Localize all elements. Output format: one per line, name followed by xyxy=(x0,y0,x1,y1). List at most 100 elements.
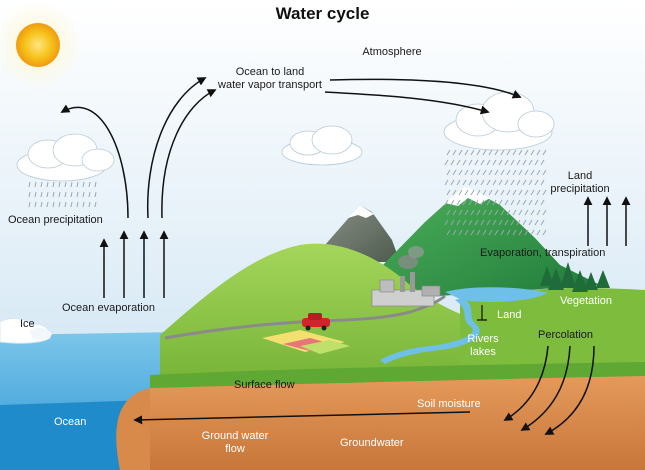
raindrop xyxy=(88,181,91,188)
raindrop xyxy=(488,149,493,156)
land-evaporation-arrows xyxy=(583,196,631,246)
raindrop xyxy=(452,149,457,156)
raindrop xyxy=(530,149,535,156)
raindrop xyxy=(534,199,539,206)
sun-icon xyxy=(16,23,60,67)
raindrop xyxy=(506,169,511,176)
raindrop xyxy=(446,169,451,176)
raindrop xyxy=(498,219,503,226)
cloud-ocean-icon xyxy=(16,133,115,182)
raindrop xyxy=(468,199,473,206)
raindrop xyxy=(470,189,475,196)
raindrop xyxy=(46,181,49,188)
raindrop xyxy=(34,181,37,188)
raindrop xyxy=(510,199,515,206)
raindrop xyxy=(446,209,451,216)
raindrop xyxy=(470,149,475,156)
raindrop xyxy=(534,219,539,226)
diagram-title: Water cycle xyxy=(275,4,370,23)
raindrop xyxy=(486,219,491,226)
raindrop xyxy=(444,179,449,186)
snow-cap-left xyxy=(348,205,374,218)
raindrop xyxy=(82,201,85,208)
raindrop xyxy=(512,189,517,196)
raindrop xyxy=(494,209,499,216)
raindrop xyxy=(474,219,479,226)
raindrop xyxy=(498,179,503,186)
label-atmosphere: Atmosphere xyxy=(362,46,422,58)
label-percolation: Percolation xyxy=(538,329,594,341)
raindrop xyxy=(450,199,455,206)
river xyxy=(380,298,480,364)
raindrop xyxy=(492,159,497,166)
raindrop xyxy=(446,189,451,196)
raindrop xyxy=(518,229,523,236)
raindrop xyxy=(506,229,511,236)
label-soil-moisture: Soil moisture xyxy=(417,398,481,410)
raindrop xyxy=(40,201,43,208)
raindrop xyxy=(504,219,509,226)
raindrop xyxy=(476,229,481,236)
raindrop xyxy=(480,219,485,226)
raindrop xyxy=(480,199,485,206)
raindrop xyxy=(486,199,491,206)
raindrop xyxy=(516,199,521,206)
raindrop xyxy=(52,191,55,198)
label-vegetation: Vegetation xyxy=(560,295,612,307)
raindrop xyxy=(540,179,545,186)
raindrop xyxy=(492,179,497,186)
raindrop xyxy=(536,229,541,236)
raindrop xyxy=(28,181,31,188)
raindrop xyxy=(464,169,469,176)
raindrop xyxy=(506,209,511,216)
raindrop xyxy=(88,191,91,198)
raindrop xyxy=(500,209,505,216)
label-ground-water-flow-2: flow xyxy=(225,443,245,455)
raindrop xyxy=(504,159,509,166)
raindrop xyxy=(456,159,461,166)
car-icon xyxy=(302,313,330,331)
raindrop xyxy=(470,169,475,176)
label-land: Land xyxy=(497,309,522,321)
raindrop xyxy=(528,179,533,186)
raindrop xyxy=(524,209,529,216)
raindrop xyxy=(534,179,539,186)
raindrop xyxy=(452,229,457,236)
raindrop xyxy=(462,159,467,166)
raindrop xyxy=(70,191,73,198)
soil-layer xyxy=(150,376,645,470)
raindrop xyxy=(52,201,55,208)
raindrop xyxy=(522,159,527,166)
raindrop xyxy=(534,159,539,166)
raindrop xyxy=(458,169,463,176)
raindrop xyxy=(522,219,527,226)
label-land-precipitation-1: Land xyxy=(567,170,593,182)
raindrop xyxy=(494,189,499,196)
ice-shelf xyxy=(0,317,52,344)
raindrop xyxy=(470,209,475,216)
raindrop xyxy=(458,149,463,156)
raindrop xyxy=(540,199,545,206)
raindrop xyxy=(458,189,463,196)
percolation-arrows xyxy=(503,345,595,435)
raindrop xyxy=(76,181,79,188)
raindrop xyxy=(464,149,469,156)
raindrop xyxy=(504,179,509,186)
raindrop xyxy=(518,189,523,196)
raindrop xyxy=(492,219,497,226)
raindrop xyxy=(542,149,547,156)
raindrop xyxy=(516,159,521,166)
raindrop xyxy=(28,191,31,198)
raindrop xyxy=(542,209,547,216)
raindrop xyxy=(512,149,517,156)
raindrop xyxy=(500,189,505,196)
label-lakes: lakes xyxy=(470,346,496,358)
raindrop xyxy=(456,199,461,206)
deep-ocean xyxy=(0,400,150,470)
raindrop xyxy=(482,209,487,216)
raindrop xyxy=(82,181,85,188)
raindrop xyxy=(76,201,79,208)
field-green xyxy=(300,340,350,354)
raindrop xyxy=(468,179,473,186)
